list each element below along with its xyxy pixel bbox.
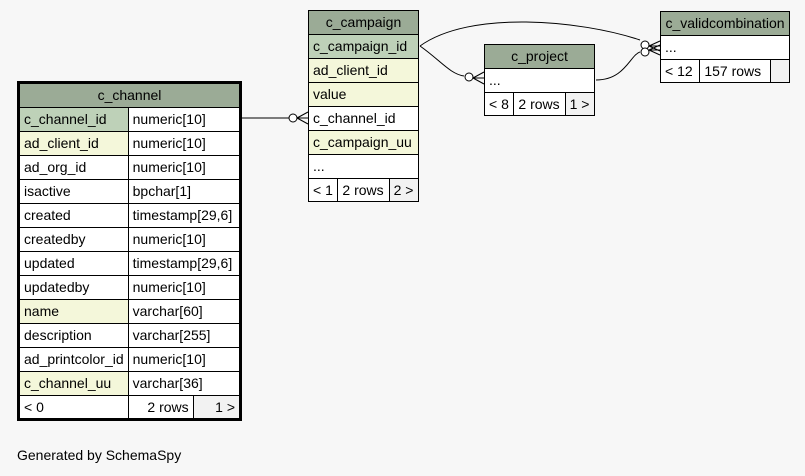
table-footer: < 0 2 rows 1 > [18, 395, 242, 420]
children-count[interactable] [770, 59, 790, 83]
column-name: value [308, 82, 419, 107]
row-count: 157 rows [699, 59, 771, 83]
table-row[interactable]: ... [484, 68, 595, 93]
table-row[interactable]: ... [308, 154, 419, 179]
edge-campaign-validcombination [419, 21, 641, 47]
edge-channel-campaign-crowfoot [296, 111, 309, 125]
table-header[interactable]: c_validcombination [660, 11, 790, 36]
column-type: numeric[10] [127, 347, 242, 372]
column-name: c_campaign_uu [308, 130, 419, 155]
table-c-project[interactable]: c_project ... < 8 2 rows 1 > [483, 44, 596, 116]
edge-project-validcombination-crowfoot [648, 44, 661, 56]
table-row[interactable]: c_channel_id [308, 106, 419, 131]
column-name: c_channel_id [18, 107, 129, 132]
table-footer: < 12 157 rows [659, 59, 790, 83]
column-name: ad_org_id [18, 155, 129, 180]
edge-campaign-project [419, 45, 465, 77]
table-footer: < 8 2 rows 1 > [483, 92, 596, 116]
column-name: description [18, 323, 129, 348]
row-count: 2 rows [513, 92, 566, 116]
column-name: c_channel_id [308, 106, 419, 131]
column-name: isactive [18, 179, 129, 204]
column-name: ad_printcolor_id [18, 347, 129, 372]
children-count[interactable]: 1 > [564, 92, 596, 116]
table-c-validcombination[interactable]: c_validcombination ... < 12 157 rows [659, 11, 790, 83]
table-row[interactable]: c_campaign_uu [308, 130, 419, 155]
table-row[interactable]: value [308, 82, 419, 107]
row-count: 2 rows [127, 395, 194, 420]
column-type: timestamp[29,6] [127, 251, 242, 276]
table-footer: < 1 2 rows 2 > [307, 178, 420, 202]
table-header[interactable]: c_campaign [308, 10, 419, 35]
column-type: varchar[255] [127, 323, 242, 348]
column-type: varchar[60] [127, 299, 242, 324]
children-count[interactable]: 1 > [192, 395, 242, 420]
column-type: timestamp[29,6] [127, 203, 242, 228]
column-name: ad_client_id [18, 131, 129, 156]
column-name: ... [308, 154, 419, 179]
table-row[interactable]: ... [660, 35, 790, 60]
column-type: numeric[10] [127, 131, 242, 156]
column-name: ... [660, 35, 790, 60]
column-type: numeric[10] [127, 155, 242, 180]
row-count: 2 rows [337, 178, 390, 202]
parents-count[interactable]: < 0 [18, 395, 129, 420]
column-type: bpchar[1] [127, 179, 242, 204]
column-type: numeric[10] [127, 107, 242, 132]
table-header[interactable]: c_channel [18, 82, 241, 108]
column-type: varchar[36] [127, 371, 242, 396]
column-type: numeric[10] [127, 227, 242, 252]
generated-by-footer: Generated by SchemaSpy [17, 447, 182, 463]
parents-count[interactable]: < 1 [307, 178, 339, 202]
column-name: updatedby [18, 275, 129, 300]
children-count[interactable]: 2 > [388, 178, 420, 202]
column-name: updated [18, 251, 129, 276]
table-header[interactable]: c_project [484, 44, 595, 69]
edge-campaign-project-optional-marker [464, 72, 474, 82]
column-name: ... [484, 68, 595, 93]
parents-count[interactable]: < 8 [483, 92, 515, 116]
column-type: numeric[10] [127, 275, 242, 300]
table-c-campaign[interactable]: c_campaign c_campaign_id ad_client_id va… [307, 10, 420, 202]
column-name: ad_client_id [308, 58, 419, 83]
edge-campaign-project-crowfoot [472, 71, 485, 85]
edge-project-validcombination-optional-marker [640, 47, 650, 57]
parents-count[interactable]: < 12 [659, 59, 701, 83]
edge-channel-campaign-optional-marker [288, 113, 298, 123]
column-name: name [18, 299, 129, 324]
edge-project-validcombination [595, 51, 641, 81]
table-row[interactable]: c_campaign_id [308, 34, 419, 59]
column-name: createdby [18, 227, 129, 252]
column-name: c_campaign_id [308, 34, 419, 59]
table-row[interactable]: ad_client_id [308, 58, 419, 83]
column-name: created [18, 203, 129, 228]
column-name: c_channel_uu [18, 371, 129, 396]
